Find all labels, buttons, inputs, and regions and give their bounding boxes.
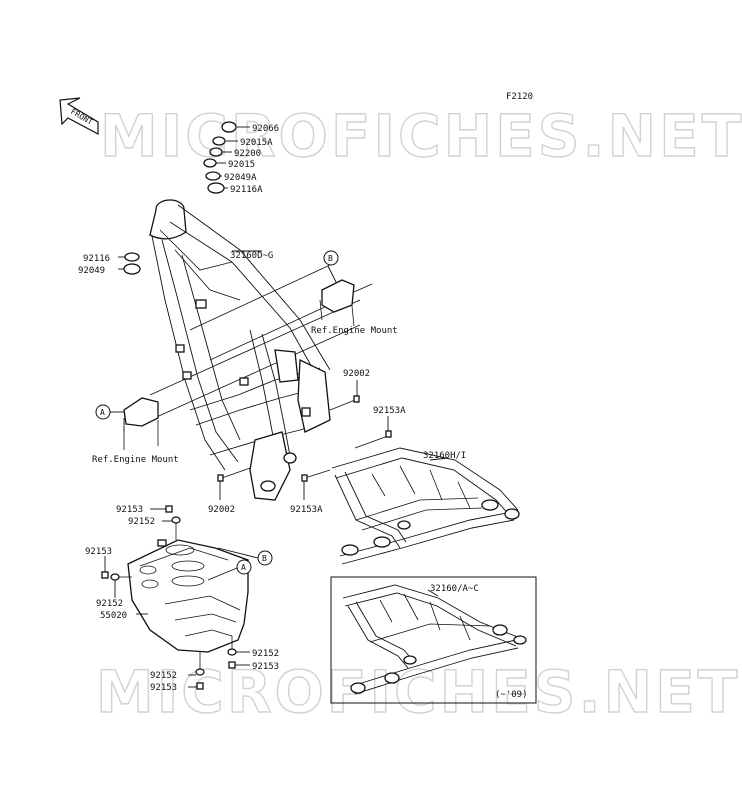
part-label-92049: 92049 [78, 266, 105, 276]
guard-top-hardware [150, 505, 181, 540]
skid-plate [127, 539, 249, 653]
bolt-92153a-right [354, 416, 392, 449]
part-label-92015a: 92015A [240, 138, 273, 148]
steering-head-parts [203, 121, 250, 194]
inset-box [330, 576, 537, 704]
part-label-92153-bottom-right: 92153 [252, 662, 279, 672]
part-label-92002-right: 92002 [343, 369, 370, 379]
part-label-sub-frame: 32160H/I [423, 451, 466, 461]
part-label-92200: 92200 [234, 149, 261, 159]
part-label-92153a-center: 92153A [290, 505, 323, 515]
callout-b-top [323, 250, 339, 266]
engine-mount-a [123, 397, 159, 450]
sub-frame-inset [342, 584, 527, 695]
engine-mount-reference-lines [149, 264, 361, 421]
bolt-92002-left [217, 467, 251, 500]
watermark-top: MICROFICHES.NET [100, 102, 742, 170]
callout-b-guard-label: B [262, 554, 267, 563]
bolt-92002-right [329, 380, 360, 411]
watermark-bottom: MICROFICHES.NET [96, 658, 740, 726]
main-frame [149, 199, 331, 501]
guard-bottom-left-hardware [188, 652, 205, 690]
part-label-92152-bottom-left: 92152 [150, 671, 177, 681]
figure-code: F2120 [506, 92, 533, 102]
part-label-55020: 55020 [100, 611, 127, 621]
callout-a-guard [236, 559, 252, 575]
part-label-92152-left: 92152 [96, 599, 123, 609]
inset-year-range: (~'09) [495, 690, 528, 700]
ref-engine-mount-a: Ref.Engine Mount [92, 455, 179, 465]
part-label-92153a-right: 92153A [373, 406, 406, 416]
part-label-inset-sub-frame: 32160/A~C [430, 584, 479, 594]
callout-a-guard-label: A [241, 563, 246, 572]
part-label-92116: 92116 [83, 254, 110, 264]
part-label-92152-bottom-right: 92152 [252, 649, 279, 659]
part-label-92153-left: 92153 [85, 547, 112, 557]
guard-left-hardware [101, 556, 132, 598]
front-arrow-icon: FRONT [59, 97, 99, 135]
sub-frame-main [331, 447, 520, 565]
part-label-92066: 92066 [252, 124, 279, 134]
part-label-92116a: 92116A [230, 185, 263, 195]
bolt-92153a-center [301, 469, 331, 500]
part-label-92152-top: 92152 [128, 517, 155, 527]
part-label-92153-bottom-left: 92153 [150, 683, 177, 693]
part-label-92049a: 92049A [224, 173, 257, 183]
part-label-92153-top: 92153 [116, 505, 143, 515]
guard-bottom-right-hardware [227, 636, 250, 669]
part-label-92015: 92015 [228, 160, 255, 170]
part-label-92002-left: 92002 [208, 505, 235, 515]
callout-a-left-label: A [100, 408, 105, 417]
part-label-main-frame: 32160D~G [230, 251, 273, 261]
ref-engine-mount-b: Ref.Engine Mount [311, 326, 398, 336]
callout-b-top-label: B [328, 254, 333, 263]
engine-mount-b [319, 265, 373, 327]
lower-bearing-parts [118, 252, 141, 275]
